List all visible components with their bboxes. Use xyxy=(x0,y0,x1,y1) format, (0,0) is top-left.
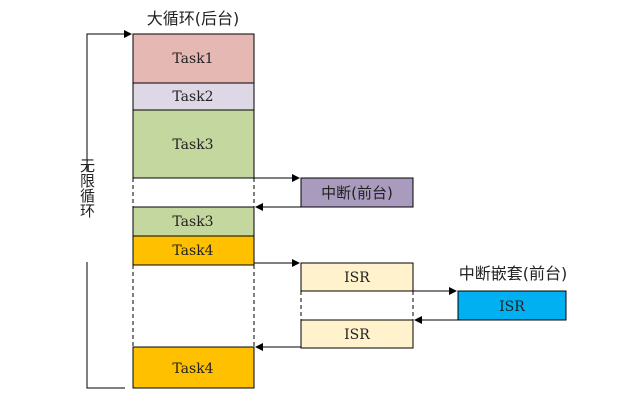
task3-block: Task3 xyxy=(132,109,255,179)
task3-label: Task3 xyxy=(172,137,213,153)
nested-isr-block: ISR xyxy=(457,290,567,321)
isr-resumed-label: ISR xyxy=(344,327,370,343)
suspended-gap-2 xyxy=(132,265,255,347)
task4-resumed-block: Task4 xyxy=(132,346,255,389)
task1-block: Task1 xyxy=(132,33,255,84)
task1-rect xyxy=(132,33,255,84)
main-loop-title: 大循环(后台) xyxy=(147,9,240,28)
task3-resumed-block: Task3 xyxy=(132,206,255,237)
nested-isr-label: ISR xyxy=(499,299,525,315)
task4-block: Task4 xyxy=(132,235,255,266)
task4-label: Task4 xyxy=(172,243,213,259)
task2-label: Task2 xyxy=(172,89,213,105)
nested-interrupt-label: 中断嵌套(前台) xyxy=(459,264,568,283)
isr-resumed-block: ISR xyxy=(300,319,414,349)
infinite-loop-bracket: 无限循环 xyxy=(78,30,132,389)
interrupt-label: 中断(前台) xyxy=(321,184,393,202)
isr-block: ISR xyxy=(300,262,414,292)
isr-label: ISR xyxy=(344,270,370,286)
task3-resumed-label: Task3 xyxy=(172,214,213,230)
isr-suspended-gap xyxy=(300,291,414,320)
infinite-loop-label: 无限循环 xyxy=(78,158,96,218)
interrupt-block: 中断(前台) xyxy=(300,177,414,208)
suspended-gap-1 xyxy=(132,178,255,207)
task4-resumed-label: Task4 xyxy=(172,361,213,377)
task1-label: Task1 xyxy=(172,51,213,67)
task2-block: Task2 xyxy=(132,82,255,111)
